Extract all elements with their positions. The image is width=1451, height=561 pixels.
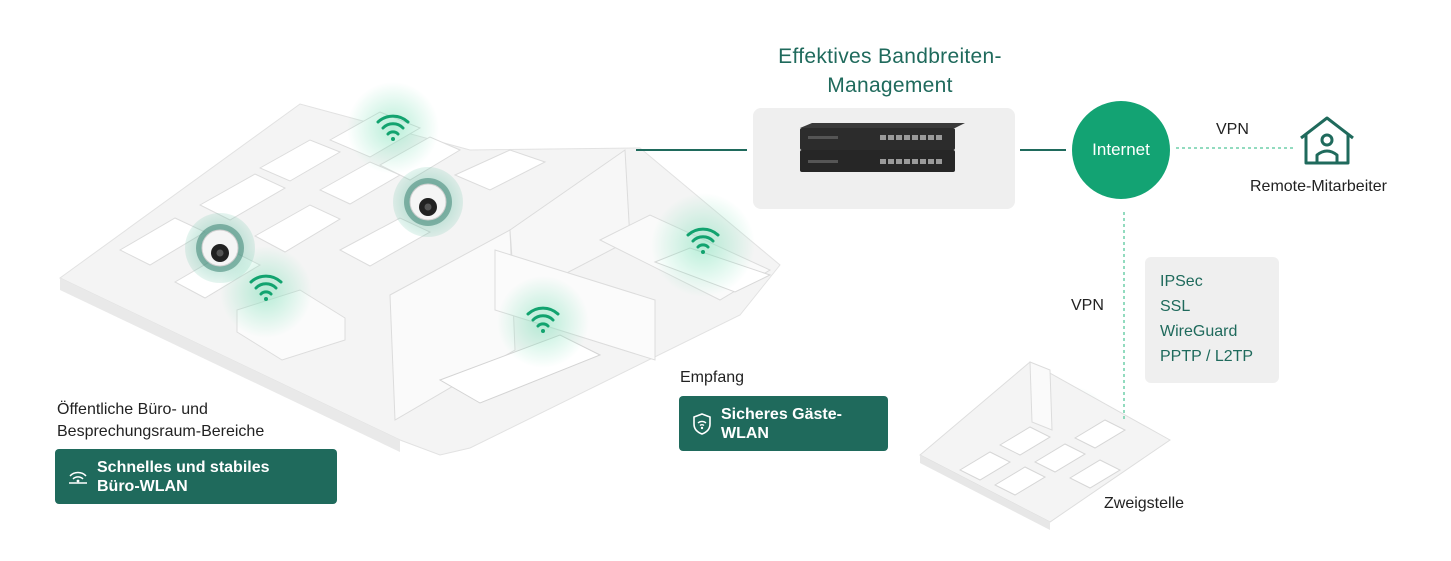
area-label-line-2: Besprechungsraum-Bereiche (57, 423, 265, 440)
connection-lines (636, 147, 1293, 420)
security-camera-icon (393, 167, 463, 237)
switch-panel (753, 108, 1015, 209)
internet-node: Internet (1072, 101, 1170, 199)
protocol-item: SSL (1160, 298, 1191, 315)
office-wlan-tag: Schnelles und stabiles Büro-WLAN (55, 449, 337, 504)
area-label-line-1: Öffentliche Büro- und (57, 401, 208, 418)
vpn-label-branch: VPN (1071, 297, 1104, 314)
bandwidth-management-title: Effektives Bandbreiten- Management (740, 42, 1040, 100)
title-line-2: Management (827, 74, 953, 97)
wifi-icon (376, 114, 410, 141)
protocol-item: PPTP / L2TP (1160, 348, 1254, 365)
wifi-icon (526, 306, 560, 333)
guest-wlan-text: Sicheres Gäste- WLAN (721, 405, 842, 442)
security-camera-icon (185, 213, 255, 283)
title-line-1: Effektives Bandbreiten- (778, 45, 1002, 68)
remote-home-icon (1300, 116, 1354, 165)
guest-wlan-tag: Sicheres Gäste- WLAN (679, 396, 888, 451)
protocol-item: IPSec (1160, 273, 1203, 290)
reception-label: Empfang (680, 369, 745, 386)
protocol-item: WireGuard (1160, 323, 1238, 340)
office-wlan-text: Schnelles und stabiles Büro-WLAN (97, 458, 270, 495)
vpn-label-remote: VPN (1216, 121, 1249, 138)
shield-wifi-icon (693, 412, 711, 435)
public-area-label: Öffentliche Büro- und Besprechungsraum-B… (57, 399, 317, 443)
wifi-icon (686, 227, 720, 254)
branch-office-label: Zweigstelle (1104, 495, 1185, 512)
branch-office-floor (919, 361, 1171, 530)
wifi-icon (249, 274, 283, 301)
wifi-signal-icon (69, 471, 87, 484)
remote-worker-label: Remote-Mitarbeiter (1250, 178, 1387, 195)
vpn-protocol-list: IPSec SSL WireGuard PPTP / L2TP (1145, 257, 1279, 383)
